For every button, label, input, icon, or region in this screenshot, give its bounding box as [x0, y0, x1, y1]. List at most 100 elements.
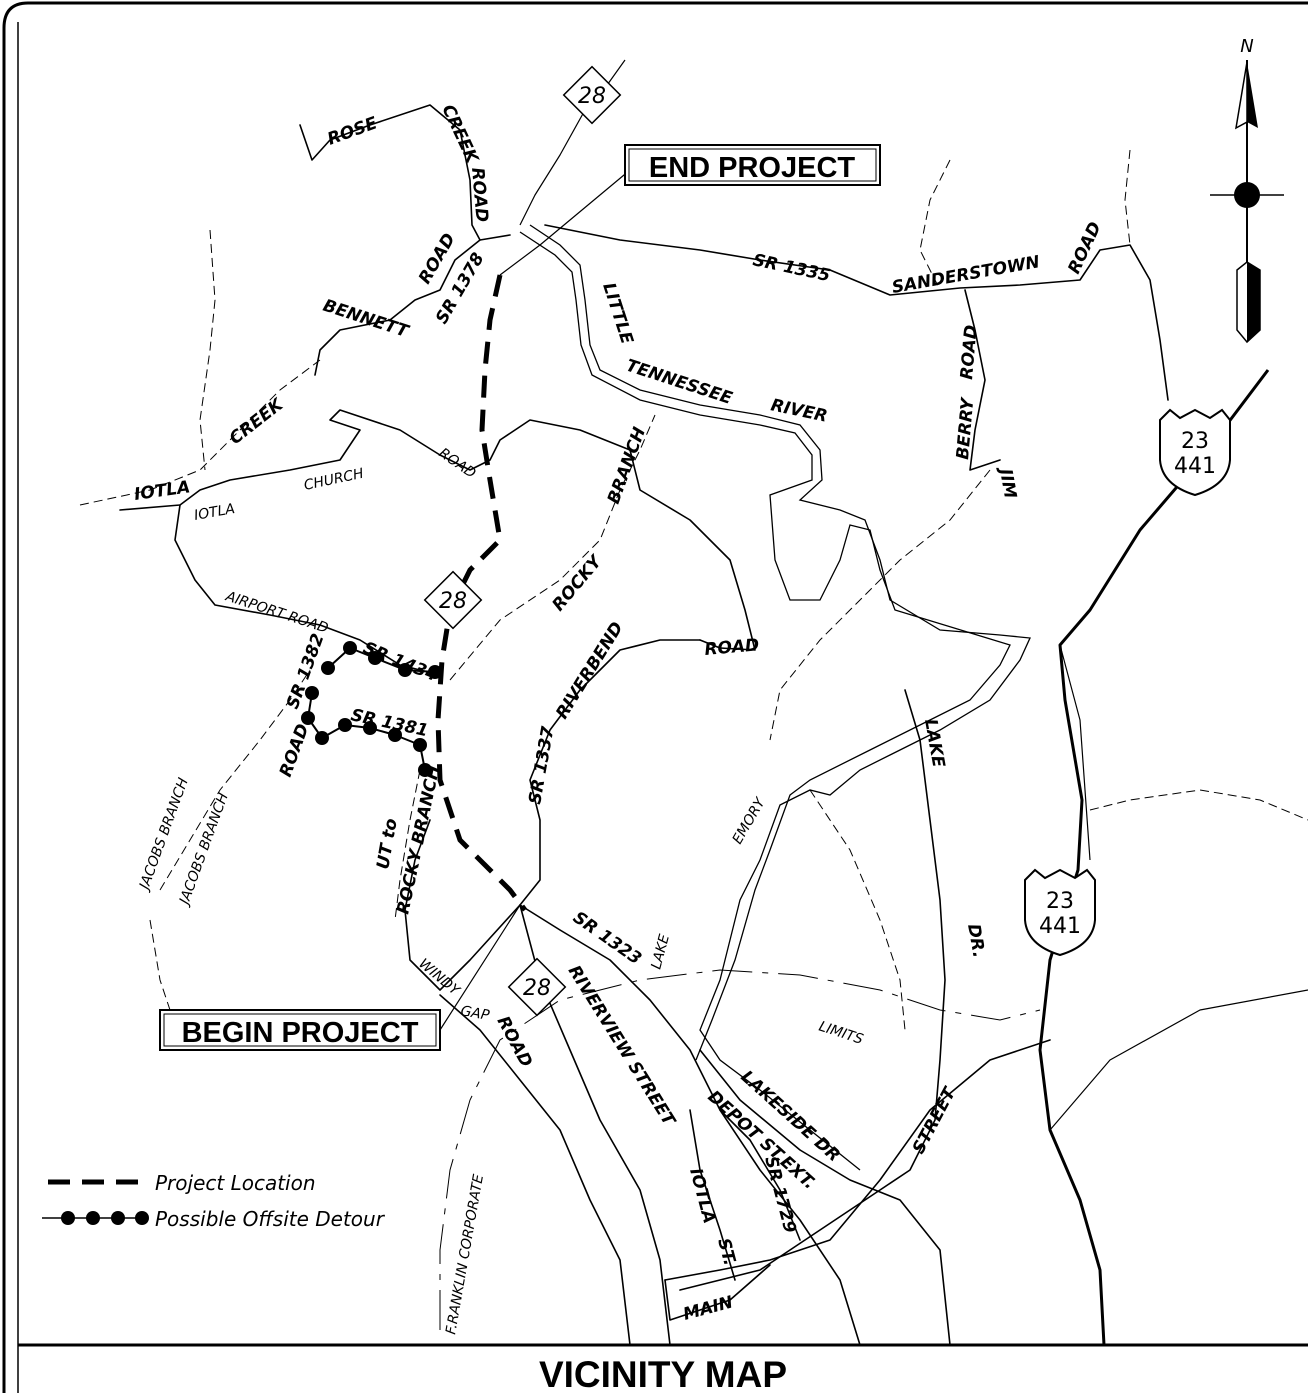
end-project-callout: END PROJECT: [624, 144, 881, 186]
label-iotla-st-1: IOTLA: [685, 1166, 719, 1226]
label-jim: JIM: [995, 464, 1020, 500]
main-street: [664, 1039, 1051, 1281]
nc28-marker-middle: 28: [423, 570, 483, 630]
label-iotla-church-1: IOTLA: [193, 501, 236, 524]
label-sr1323: SR 1323: [569, 908, 645, 969]
us-shield-south-bottom: 441: [1039, 914, 1081, 939]
label-lakeside-dr: LAKESIDE DR: [737, 1067, 844, 1166]
franklin-corporate-limits: [439, 969, 1041, 1330]
river-bank: [519, 231, 1011, 1061]
label-berry-road: ROAD: [957, 324, 982, 380]
label-gap: GAP: [459, 1003, 491, 1024]
label-little: LITTLE: [598, 280, 637, 347]
stream-berry: [769, 469, 991, 741]
sr-1335-road: [544, 224, 1169, 401]
sr-1729: [719, 1109, 801, 1241]
iotla-creek: [79, 359, 321, 506]
label-jacobs-branch-1: JACOBS BRANCH: [136, 775, 192, 894]
main-street-2: [664, 1264, 771, 1321]
bennett-road: [314, 239, 481, 376]
airport-road: [174, 504, 441, 676]
label-lake-dr-2: DR.: [963, 922, 989, 959]
label-windy: WINDY: [415, 956, 463, 1000]
label-street: STREET: [909, 1083, 961, 1157]
map-title: VICINITY MAP: [539, 1354, 787, 1393]
legend-project-location: Project Location: [155, 1171, 316, 1195]
gap-road-south: [439, 994, 631, 1346]
windy-gap-road: [404, 819, 521, 991]
label-rocky-branch-ut: ROCKY BRANCH: [393, 764, 444, 916]
stream-east: [1089, 789, 1308, 821]
end-project-label: END PROJECT: [649, 152, 856, 184]
sr-1323-riverview: [519, 904, 861, 1346]
label-iotla-creek-2: CREEK: [226, 394, 289, 449]
nc28-label-middle: 28: [439, 589, 467, 614]
label-iotla-church-2: CHURCH: [303, 466, 366, 494]
ut-rocky-branch: [394, 769, 421, 921]
label-river: RIVER: [769, 395, 829, 426]
us-23-441-highway: [1038, 369, 1270, 1346]
jacobs-branch-2: [149, 919, 176, 1041]
lake-drive: [679, 689, 946, 1291]
label-creek: CREEK: [437, 102, 482, 168]
project-location-line: [435, 274, 527, 912]
label-sr1382: SR 1382: [283, 631, 329, 712]
us-shield-north-bottom: 441: [1174, 454, 1216, 479]
begin-project-leader: [439, 904, 521, 1031]
label-iotla-st-2: ST.: [713, 1236, 739, 1268]
label-sr1337: SR 1337: [525, 725, 558, 806]
label-iotla-creek-1: IOTLA: [133, 477, 192, 505]
nc28-label-south: 28: [523, 976, 551, 1001]
legend-offsite-detour: Possible Offsite Detour: [155, 1207, 386, 1231]
label-corporate: F.RANKLIN CORPORATE: [443, 1173, 487, 1336]
begin-project-callout: BEGIN PROJECT: [159, 1009, 441, 1051]
label-branch: BRANCH: [604, 425, 650, 507]
iotla-street: [689, 1109, 736, 1281]
nc28-marker-north: 28: [562, 65, 622, 125]
highway-side-line: [1049, 644, 1308, 1131]
end-project-leader: [499, 169, 631, 276]
north-arrow: N: [1210, 36, 1284, 344]
label-lake-dr-1: LAKE: [920, 717, 948, 769]
label-emory: EMORY: [730, 794, 770, 847]
label-sanderstown-road: ROAD: [1064, 219, 1105, 277]
rose-creek-road: [299, 104, 511, 241]
label-bennett-road: ROAD: [415, 230, 460, 287]
label-riverbend: RIVERBEND: [552, 619, 627, 723]
nc28-marker-south: 28: [507, 957, 567, 1017]
label-road-1381: ROAD: [276, 721, 314, 779]
label-lake-emory: LAKE: [648, 933, 673, 971]
label-airport-road: AIRPORT ROAD: [223, 588, 331, 637]
riverbend-road: [519, 639, 701, 906]
label-berry: BERRY: [953, 396, 978, 461]
label-iotla-church-3: ROAD: [436, 445, 479, 482]
lakeside-drive: [699, 1049, 951, 1346]
label-ut-to: UT to: [373, 817, 402, 871]
stream-emory: [809, 789, 906, 1031]
label-sr1335: SR 1335: [751, 250, 832, 286]
begin-project-label: BEGIN PROJECT: [182, 1017, 419, 1049]
us-shield-south-top: 23: [1046, 889, 1074, 914]
label-creek-road: ROAD: [467, 167, 492, 223]
label-riverview: RIVERVIEW STREET: [564, 962, 680, 1131]
nc28-label-north: 28: [578, 84, 606, 109]
rocky-branch: [449, 414, 656, 681]
jacobs-branch: [159, 669, 311, 891]
label-rose: ROSE: [325, 113, 381, 150]
label-tennessee: TENNESSEE: [623, 356, 735, 409]
label-limits: LIMITS: [817, 1019, 865, 1048]
label-main: MAIN: [681, 1292, 735, 1324]
label-rocky: ROCKY: [549, 551, 608, 615]
stream-nw: [199, 229, 216, 471]
us-shield-south: 23 441: [1024, 868, 1096, 957]
iotla-church-road: [119, 409, 756, 651]
us-shield-north-top: 23: [1181, 429, 1209, 454]
label-riverbend-road: ROAD: [704, 635, 760, 660]
berry-road: [964, 289, 1001, 471]
us-shield-north: 23 441: [1159, 408, 1231, 497]
stream-ne: [919, 149, 1131, 291]
legend: Project Location Possible Offsite Detour: [42, 1171, 386, 1231]
north-label: N: [1240, 36, 1253, 57]
